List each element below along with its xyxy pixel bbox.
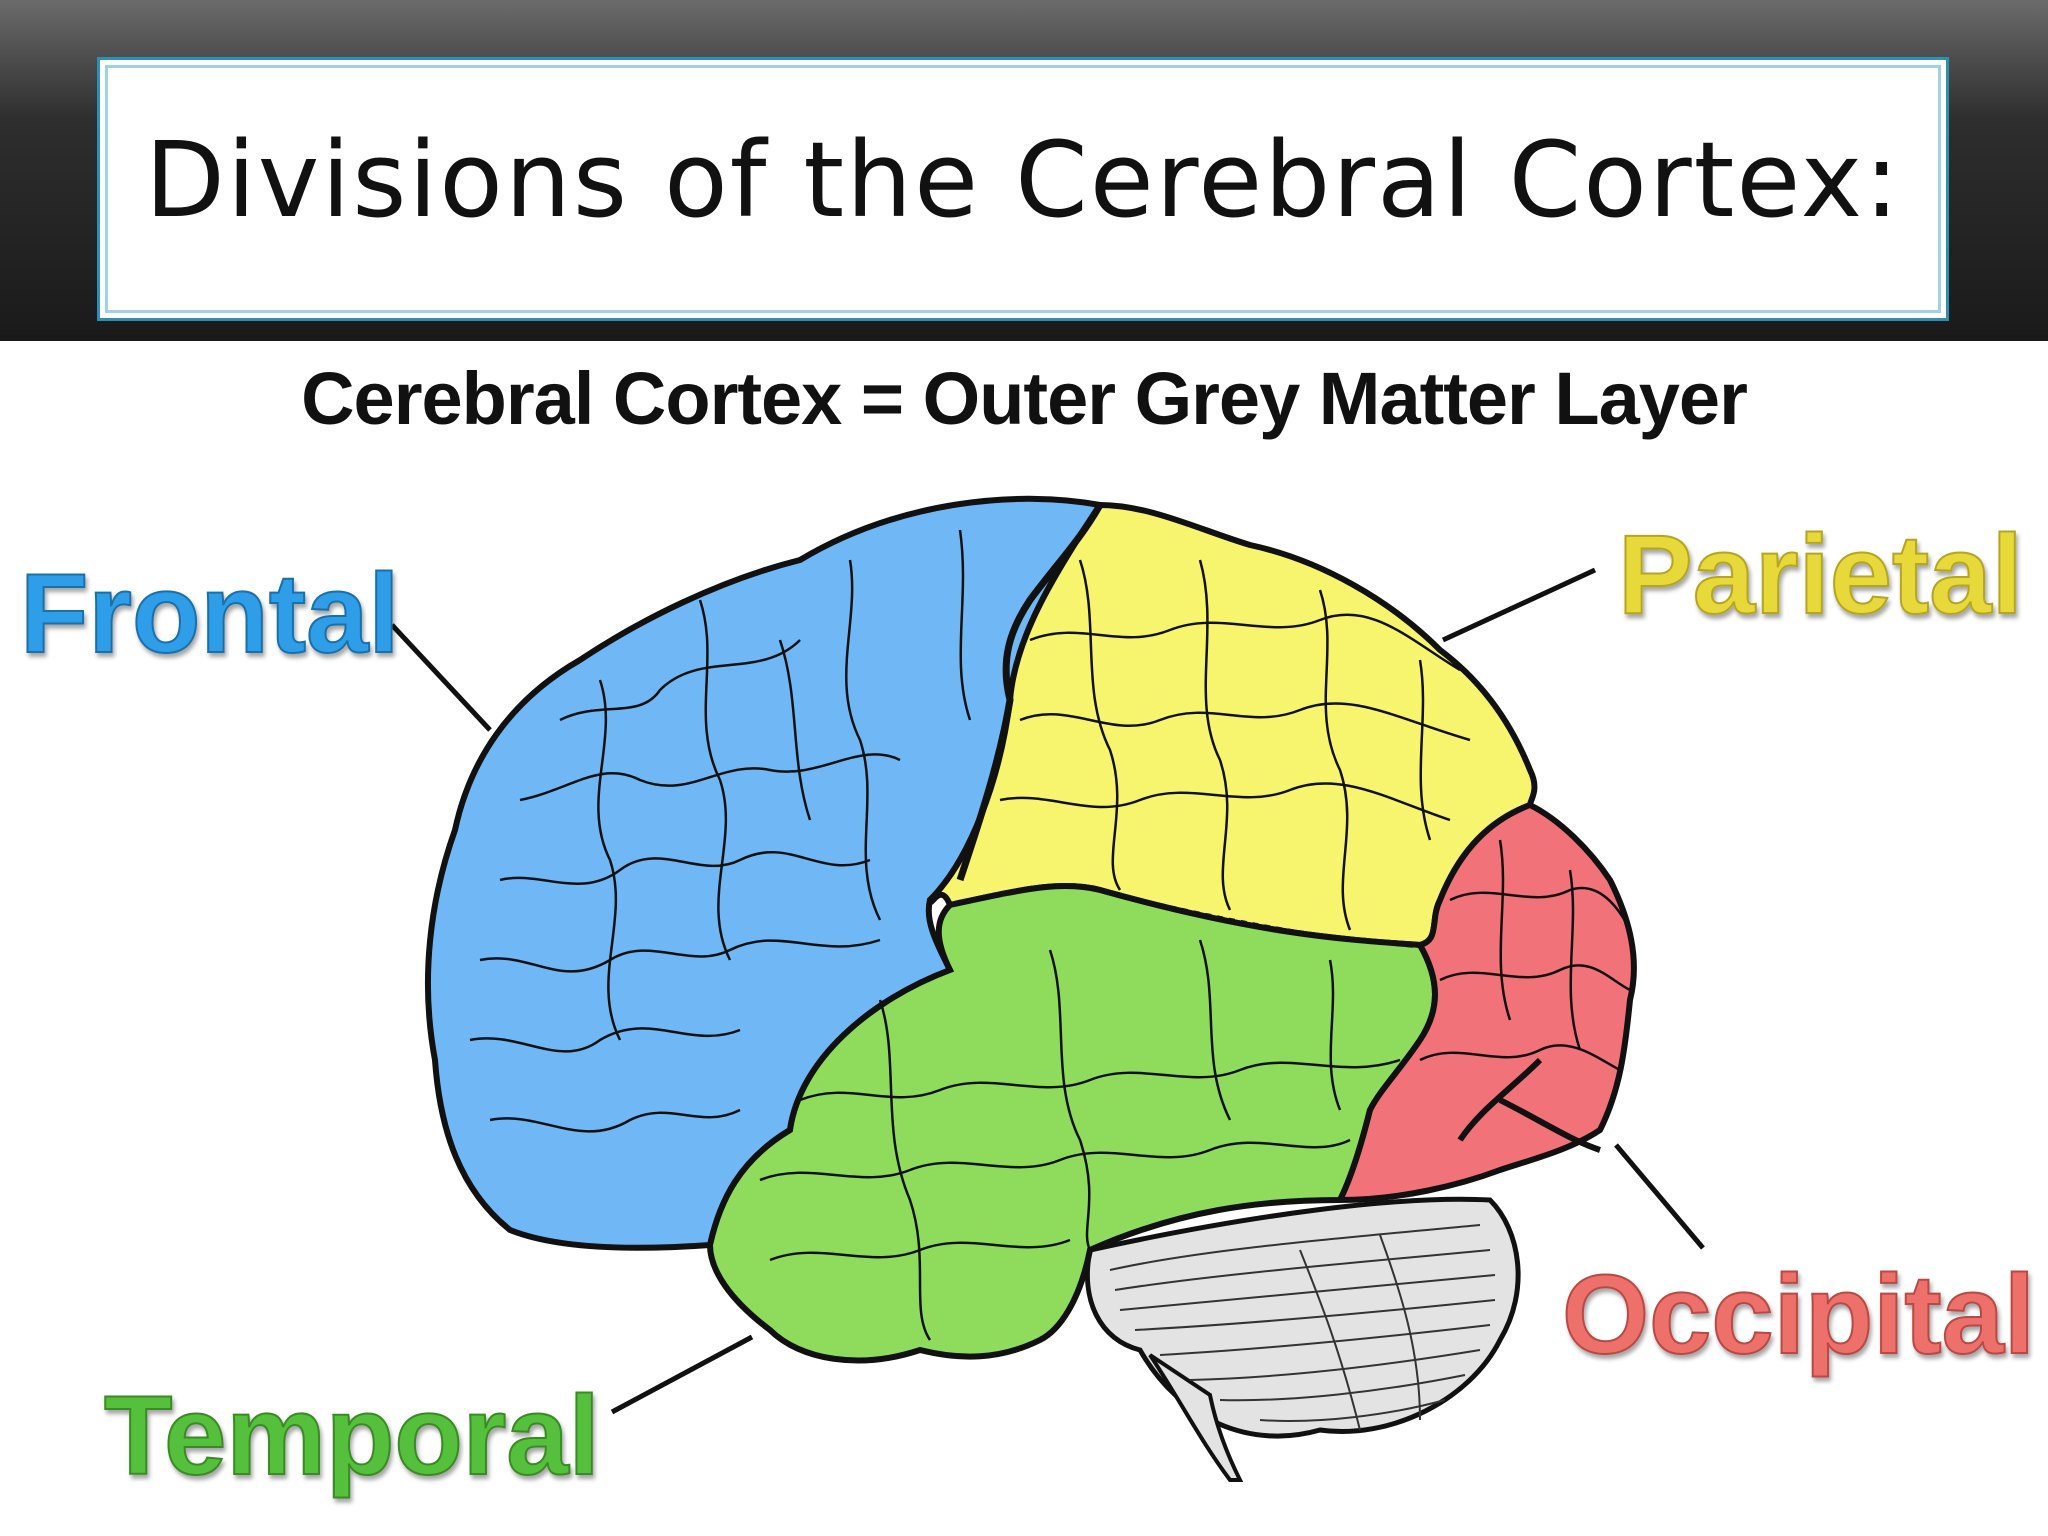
parietal-temporal-boundary xyxy=(1099,888,1431,950)
occipital-lobe xyxy=(1335,801,1637,1204)
occipital-lobe-shape xyxy=(1335,801,1637,1204)
cerebellum xyxy=(1084,1196,1521,1482)
cerebellum-folia xyxy=(1109,1224,1496,1431)
temporal-label: Temporal xyxy=(104,1373,600,1498)
parietal-lobe xyxy=(926,501,1538,949)
brainstem xyxy=(1148,1353,1244,1482)
title-box: Divisions of the Cerebral Cortex: xyxy=(97,57,1949,321)
occipital-sulcus xyxy=(1457,1057,1601,1153)
parietal-gyri xyxy=(999,559,1471,931)
central-sulcus xyxy=(956,503,1104,882)
temporal-gyri xyxy=(759,939,1401,1341)
frontal-label: Frontal xyxy=(20,551,400,676)
occipital-label: Occipital xyxy=(1562,1252,2035,1377)
frontal-leader-line xyxy=(390,623,492,732)
parietal-leader-line xyxy=(1441,567,1597,643)
parietal-label: Parietal xyxy=(1618,512,2023,637)
subtitle: Cerebral Cortex = Outer Grey Matter Laye… xyxy=(301,357,1748,440)
occipital-leader-line xyxy=(1614,1143,1705,1250)
occipital-gyri xyxy=(1419,839,1632,1072)
temporal-lobe xyxy=(706,883,1438,1364)
temporal-leader-line xyxy=(610,1334,754,1415)
page-title: Divisions of the Cerebral Cortex: xyxy=(144,119,1902,241)
frontal-gyri xyxy=(469,529,972,1133)
header-band: Divisions of the Cerebral Cortex: xyxy=(0,0,2048,341)
